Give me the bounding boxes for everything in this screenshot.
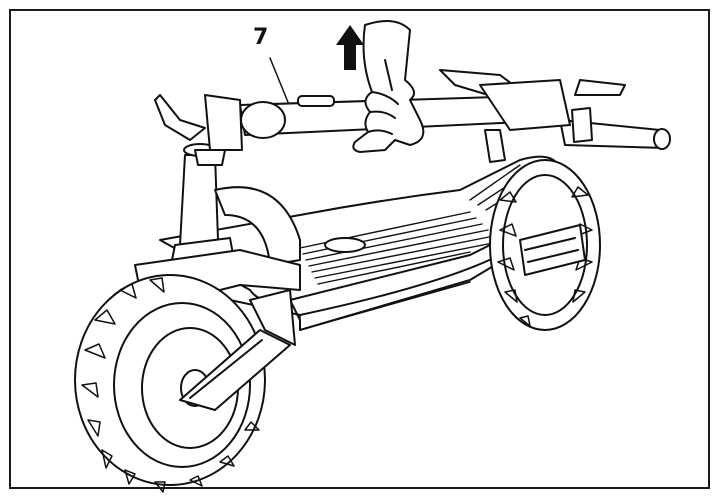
front-wheel	[74, 274, 296, 493]
arrow-up-icon	[336, 25, 364, 70]
callout-number: 7	[253, 25, 269, 50]
hand-icon	[352, 20, 425, 153]
handlebar	[154, 69, 671, 166]
rear-wheel	[489, 159, 601, 331]
